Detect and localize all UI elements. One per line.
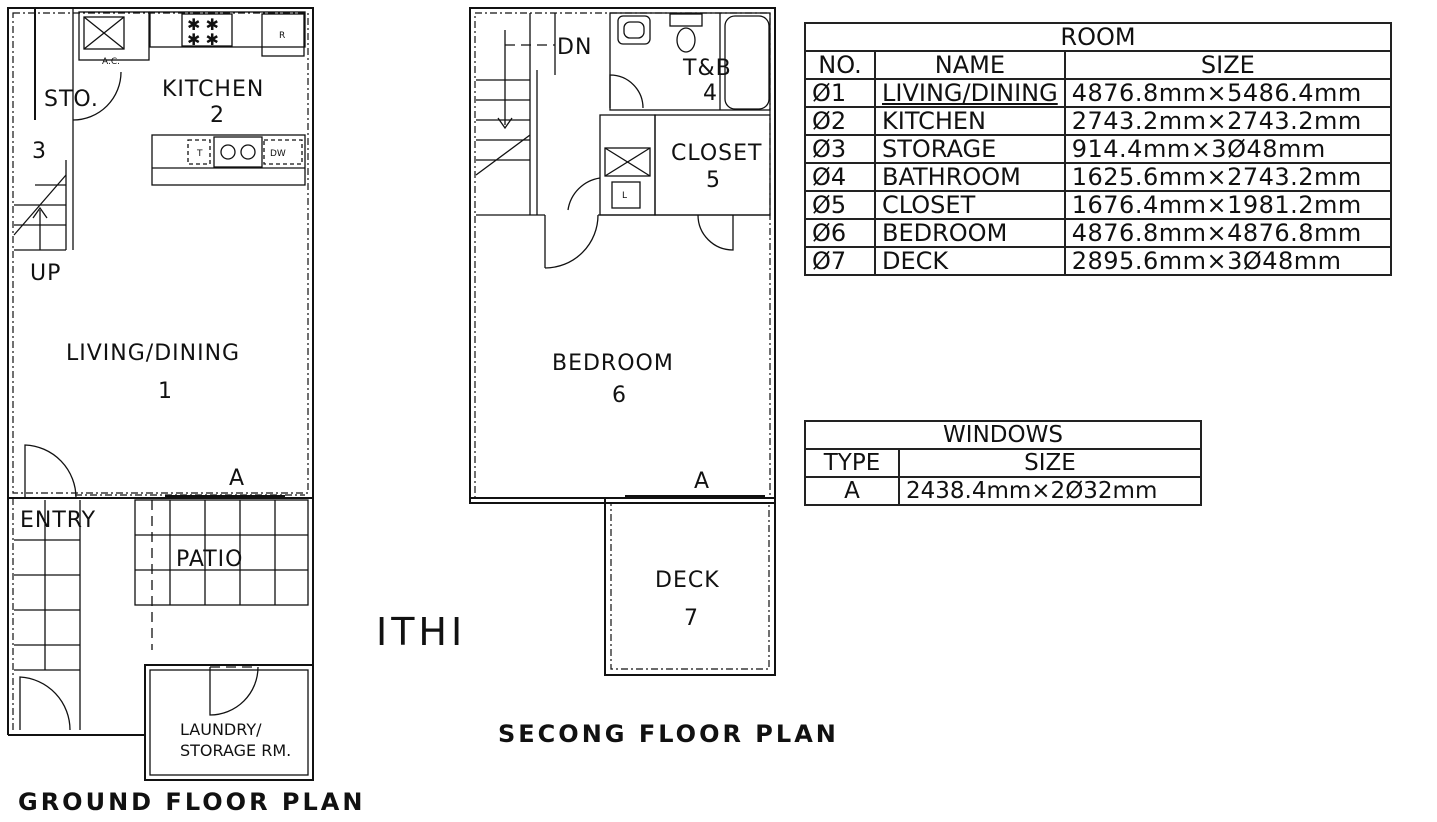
ground-floor-title: GROUND FLOOR PLAN xyxy=(18,788,365,816)
room-no: Ø3 xyxy=(804,134,876,164)
up-label: UP xyxy=(30,261,61,286)
room-no: Ø4 xyxy=(804,162,876,192)
room-schedule-table: ROOM NO. NAME SIZE Ø1 LIVING/DINING 4876… xyxy=(804,22,1393,276)
storage-label: STO. xyxy=(44,87,99,112)
living-dining-label: LIVING/DINING xyxy=(66,341,240,366)
kitchen-number: 2 xyxy=(210,103,225,128)
sink xyxy=(213,136,263,168)
room-no: Ø5 xyxy=(804,190,876,220)
ac-label: A.C. xyxy=(102,57,120,67)
kitchen-label: KITCHEN xyxy=(162,77,264,102)
trash-label: T xyxy=(196,149,203,159)
room-size: 4876.8mm×5486.4mm xyxy=(1063,78,1393,108)
room-name: BEDROOM xyxy=(874,218,1066,248)
room-size: 914.4mm×3Ø48mm xyxy=(1063,134,1393,164)
closet-door xyxy=(697,214,734,251)
window-type: A xyxy=(804,476,900,506)
ac-unit xyxy=(78,11,150,61)
refrigerator xyxy=(261,13,305,57)
second-floor-title: SECONG FLOOR PLAN xyxy=(498,720,839,748)
room-name: KITCHEN xyxy=(874,106,1066,136)
bathtub xyxy=(724,15,770,110)
lavatory xyxy=(617,15,651,45)
room-no: Ø7 xyxy=(804,246,876,276)
entry-label: ENTRY xyxy=(20,508,96,533)
bedroom-number: 6 xyxy=(612,383,627,408)
window-a-label-2: A xyxy=(694,469,710,494)
unit-mark: ITHI xyxy=(376,610,466,654)
room-size: 2743.2mm×2743.2mm xyxy=(1063,106,1393,136)
window-size: 2438.4mm×2Ø32mm xyxy=(898,476,1202,506)
room-name: LIVING/DINING xyxy=(874,78,1066,108)
refrigerator-label: R xyxy=(279,31,285,41)
dn-label: DN xyxy=(557,35,592,60)
linen-label: L xyxy=(622,191,627,201)
deck-label: DECK xyxy=(655,568,720,593)
table-row: Ø4 BATHROOM 1625.6mm×2743.2mm xyxy=(804,162,1393,192)
room-size: 1676.4mm×1981.2mm xyxy=(1063,190,1393,220)
toilet-tank xyxy=(669,13,703,27)
window-a-label: A xyxy=(229,466,245,491)
window-schedule-table: WINDOWS TYPE SIZE A 2438.4mm×2Ø32mm xyxy=(804,420,1202,506)
ground-floor-plan: ✱ ✱ ✱ ✱ xyxy=(7,7,365,816)
window-schedule-title: WINDOWS xyxy=(804,420,1202,450)
room-col-size: SIZE xyxy=(1063,50,1393,80)
bathroom-door xyxy=(609,74,644,109)
second-stair xyxy=(475,13,556,216)
bedroom-label: BEDROOM xyxy=(552,351,674,376)
room-name: BATHROOM xyxy=(874,162,1066,192)
kitchen-island xyxy=(151,134,306,186)
entry-door xyxy=(24,444,77,499)
table-row: Ø6 BEDROOM 4876.8mm×4876.8mm xyxy=(804,218,1393,248)
patio-grid xyxy=(14,499,309,730)
range-top xyxy=(181,13,233,47)
room-no: Ø1 xyxy=(804,78,876,108)
room-no: Ø6 xyxy=(804,218,876,248)
bedroom-door xyxy=(544,214,599,269)
svg-text:✱ ✱: ✱ ✱ xyxy=(187,15,219,34)
window-col-type: TYPE xyxy=(804,448,900,478)
ground-outer-wall xyxy=(7,7,314,499)
storage-room-label: STORAGE RM. xyxy=(180,741,291,760)
room-col-no: NO. xyxy=(804,50,876,80)
deck-wall xyxy=(604,497,776,676)
table-row: Ø7 DECK 2895.6mm×3Ø48mm xyxy=(804,246,1393,276)
tb-label: T&B xyxy=(682,56,732,81)
room-schedule-title: ROOM xyxy=(804,22,1392,52)
dishwasher-label: DW xyxy=(270,149,286,159)
deck-number: 7 xyxy=(684,606,699,631)
room-col-name: NAME xyxy=(874,50,1066,80)
laundry-label: LAUNDRY/ xyxy=(180,720,262,739)
svg-text:✱ ✱: ✱ ✱ xyxy=(187,30,219,49)
living-dining-number: 1 xyxy=(158,379,173,404)
toilet-bowl xyxy=(676,27,696,53)
laundry-door xyxy=(19,676,71,731)
tb-number: 4 xyxy=(703,81,718,106)
linen-cabinet xyxy=(611,181,641,209)
room-name: DECK xyxy=(874,246,1066,276)
table-row: Ø2 KITCHEN 2743.2mm×2743.2mm xyxy=(804,106,1393,136)
room-no: Ø2 xyxy=(804,106,876,136)
second-outer-wall xyxy=(469,7,776,504)
room-name: STORAGE xyxy=(874,134,1066,164)
room-size: 1625.6mm×2743.2mm xyxy=(1063,162,1393,192)
ground-stair xyxy=(13,174,67,251)
second-floor-plan: DN T&B 4 CLOSET 5 L BEDROOM 6 A DECK 7 S… xyxy=(469,7,839,748)
stair-number: 3 xyxy=(32,139,47,164)
closet-number: 5 xyxy=(706,168,721,193)
window-col-size: SIZE xyxy=(898,448,1202,478)
table-row: Ø1 LIVING/DINING 4876.8mm×5486.4mm xyxy=(804,78,1393,108)
table-row: A 2438.4mm×2Ø32mm xyxy=(804,476,1202,506)
patio-label: PATIO xyxy=(176,547,243,572)
room-size: 4876.8mm×4876.8mm xyxy=(1063,218,1393,248)
laundry-room-wall xyxy=(144,664,314,781)
table-row: Ø3 STORAGE 914.4mm×3Ø48mm xyxy=(804,134,1393,164)
room-name: CLOSET xyxy=(874,190,1066,220)
closet-label: CLOSET xyxy=(671,141,762,166)
bathroom-wall xyxy=(609,12,771,111)
room-size: 2895.6mm×3Ø48mm xyxy=(1063,246,1393,276)
table-row: Ø5 CLOSET 1676.4mm×1981.2mm xyxy=(804,190,1393,220)
